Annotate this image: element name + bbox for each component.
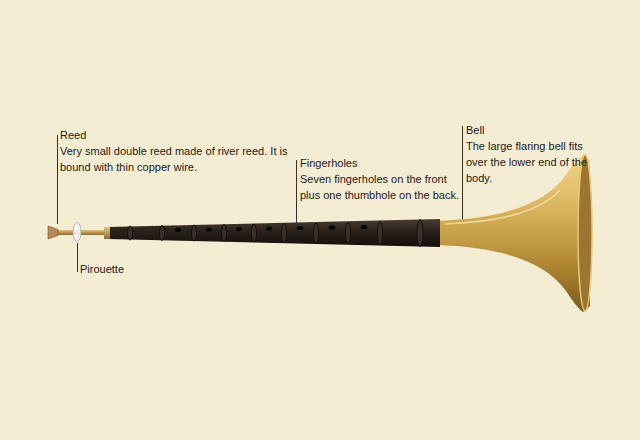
- metal-ring: [104, 227, 110, 239]
- wooden-body: [108, 219, 440, 247]
- part-name: Pirouette: [80, 261, 200, 277]
- part-description: The large flaring bell fits over the low…: [466, 138, 594, 186]
- body-ridges: [128, 220, 424, 247]
- leader-lines: [58, 126, 463, 272]
- fingerholes: [175, 225, 367, 232]
- leader-line: [77, 243, 78, 272]
- bell-highlight: [445, 190, 560, 224]
- leader-line: [462, 126, 463, 228]
- leader-line: [296, 160, 297, 224]
- part-name: Fingerholes: [300, 155, 450, 171]
- pirouette-disc: [73, 223, 81, 242]
- leader-line: [57, 135, 58, 224]
- staple: [58, 230, 110, 235]
- part-description: Seven fingerholes on the front plus one …: [300, 171, 460, 203]
- part-name: Reed: [60, 127, 210, 143]
- part-description: Very small double reed made of river ree…: [60, 143, 292, 175]
- bell: [436, 155, 590, 312]
- bell-mouth: [578, 155, 592, 311]
- part-name: Bell: [466, 122, 586, 138]
- reed: [48, 226, 58, 239]
